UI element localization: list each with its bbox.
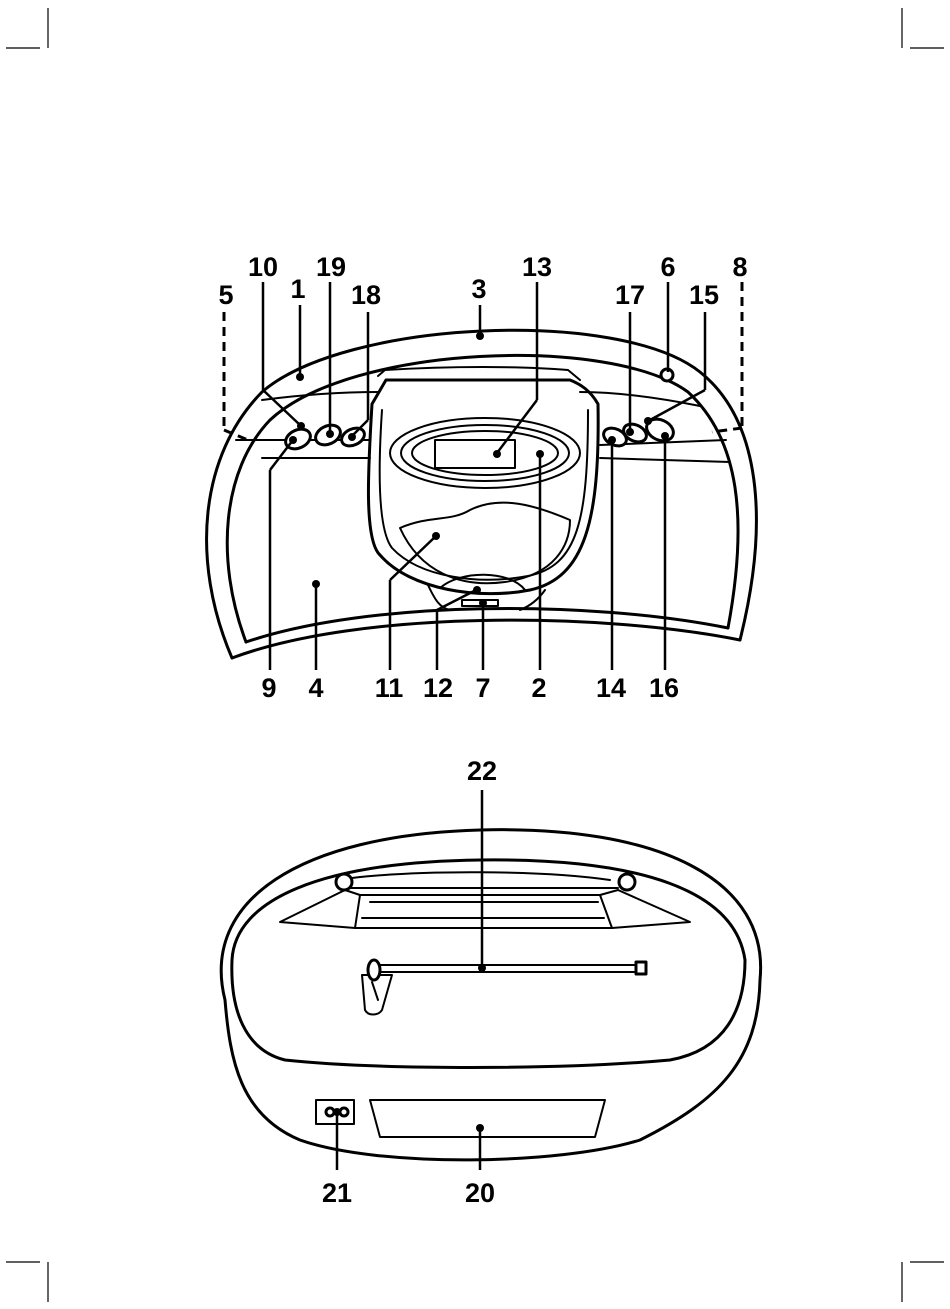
- front-bottom-curve: [246, 608, 728, 642]
- callout-16: 16: [649, 673, 679, 703]
- top-panel-edge: [378, 367, 580, 380]
- cd-lid-outer: [368, 380, 598, 594]
- callout-21: 21: [322, 1178, 352, 1208]
- callout-7: 7: [475, 673, 490, 703]
- ac-socket-pin-right: [340, 1108, 348, 1116]
- callout-9: 9: [261, 673, 276, 703]
- antenna-rod: [378, 965, 636, 972]
- callout-5: 5: [218, 280, 233, 310]
- callout-17: 17: [615, 280, 645, 310]
- handle-pivot-right: [619, 874, 635, 890]
- callout-14: 14: [596, 673, 626, 703]
- callout-2: 2: [531, 673, 546, 703]
- rear-outer-shell: [221, 830, 760, 1160]
- cd-lid-inner: [380, 410, 588, 580]
- callout-19: 19: [316, 252, 346, 282]
- callout-18: 18: [351, 280, 381, 310]
- handle-slot-right: [600, 890, 690, 928]
- callout-1: 1: [290, 274, 305, 304]
- front-view: 5 10 1 19 18 3 13 17 6 15 8 9 4 11 12 7 …: [207, 252, 757, 703]
- display-bezel-outer: [390, 418, 580, 488]
- callout-4: 4: [308, 673, 323, 703]
- battery-compartment: [370, 1100, 605, 1137]
- rear-view: 22 21 20: [221, 756, 760, 1208]
- callout-15: 15: [689, 280, 719, 310]
- callout-11: 11: [375, 673, 404, 703]
- callout-20: 20: [465, 1178, 495, 1208]
- handle-slot-left: [280, 890, 360, 928]
- callout-6: 6: [660, 252, 675, 282]
- callout-12: 12: [423, 673, 453, 703]
- callout-22: 22: [467, 756, 497, 786]
- handle-pivot-left: [336, 874, 352, 890]
- callout-8: 8: [732, 252, 747, 282]
- callout-13: 13: [522, 252, 552, 282]
- rear-inner-panel: [232, 860, 745, 1068]
- antenna-tip: [636, 962, 646, 974]
- callout-3: 3: [471, 274, 486, 304]
- callout-10: 10: [248, 252, 278, 282]
- crop-marks: [6, 8, 944, 1302]
- ac-socket-pin-left: [326, 1108, 334, 1116]
